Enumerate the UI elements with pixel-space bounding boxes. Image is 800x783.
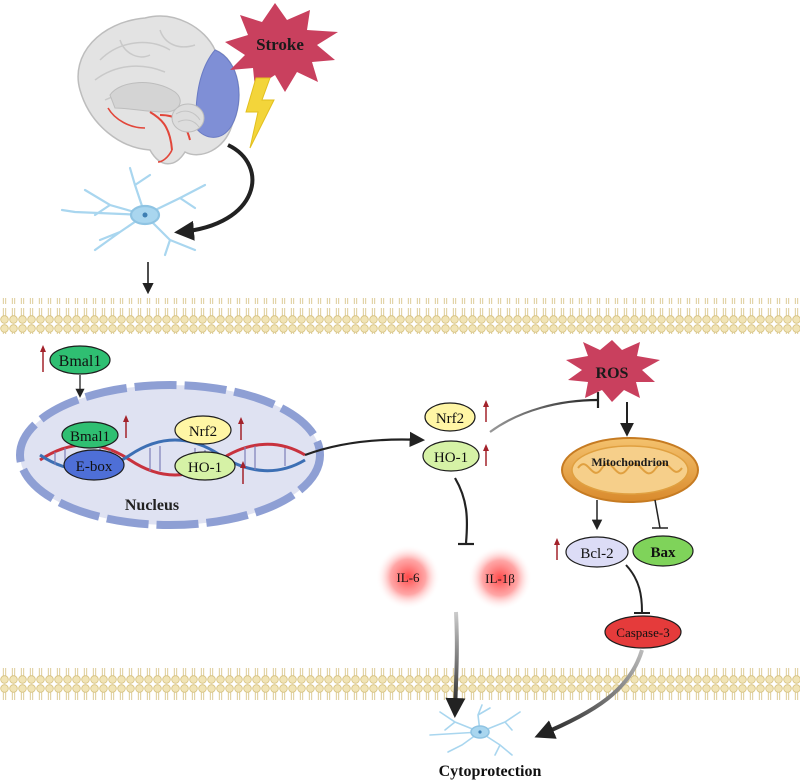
stroke-label: Stroke [256, 35, 304, 54]
lightning-icon [245, 77, 275, 149]
ho1-inhibits-inflammation [454, 477, 469, 544]
brain-icon [77, 15, 240, 165]
svg-text:Bcl-2: Bcl-2 [580, 546, 613, 562]
svg-text:Nrf2: Nrf2 [436, 411, 464, 427]
il1b-node: IL-1β [468, 546, 532, 610]
upregulation-arrow [554, 538, 560, 560]
svg-text:Bmal1: Bmal1 [59, 353, 102, 370]
upregulation-arrow [483, 400, 489, 466]
upregulation-arrow [123, 415, 246, 484]
neuron-icon [60, 166, 207, 257]
ho1-inhibits-ros [489, 398, 599, 433]
cytoprotection-label: Cytoprotection [439, 763, 542, 780]
starburst-icon: Stroke [225, 3, 338, 92]
ho1-nucleus-label: HO-1 [188, 460, 222, 476]
caspase3-to-cytoprotection-arrow [534, 649, 644, 739]
top-cell-membrane [0, 298, 800, 334]
nucleus: Bmal1 E-box Nrf2 HO-1 Nucleus [16, 381, 324, 529]
il6-node: IL-6 [376, 545, 440, 609]
bmal1-cytoplasm-node: Bmal1 [49, 345, 111, 375]
caspase3-node: Caspase-3 [604, 615, 682, 649]
bcl2-inhibits-caspase3 [625, 564, 643, 613]
bax-node: Bax [632, 535, 694, 567]
nrf2-cytoplasm-node: Nrf2 [424, 402, 476, 432]
svg-text:HO-1: HO-1 [434, 450, 468, 466]
mito-inhibits-bax [654, 499, 661, 529]
svg-text:Bax: Bax [650, 545, 676, 561]
ho1-cytoplasm-node: HO-1 [422, 440, 480, 472]
nrf2-nucleus-label: Nrf2 [189, 424, 217, 440]
brain-to-neuron-arrow [174, 143, 255, 241]
bcl2-node: Bcl-2 [565, 536, 629, 568]
bottom-cell-membrane [0, 664, 800, 700]
mitochondrion-label: Mitochondrion [591, 455, 669, 469]
ebox-label: E-box [76, 459, 113, 475]
svg-text:Caspase-3: Caspase-3 [616, 625, 669, 640]
svg-text:IL-1β: IL-1β [485, 571, 515, 586]
neuron-icon [429, 704, 521, 756]
nucleus-to-nrf2-arrow [304, 431, 426, 457]
bmal1-nucleus-label: Bmal1 [70, 429, 110, 445]
ros-starburst: ROS [566, 340, 660, 402]
nucleus-label: Nucleus [125, 497, 179, 514]
to-cytoprotection-arrow-center [445, 611, 466, 718]
svg-text:IL-6: IL-6 [396, 570, 420, 585]
mitochondrion-icon: Mitochondrion [561, 437, 699, 503]
ros-label: ROS [596, 365, 629, 382]
upregulation-arrow [40, 345, 46, 372]
